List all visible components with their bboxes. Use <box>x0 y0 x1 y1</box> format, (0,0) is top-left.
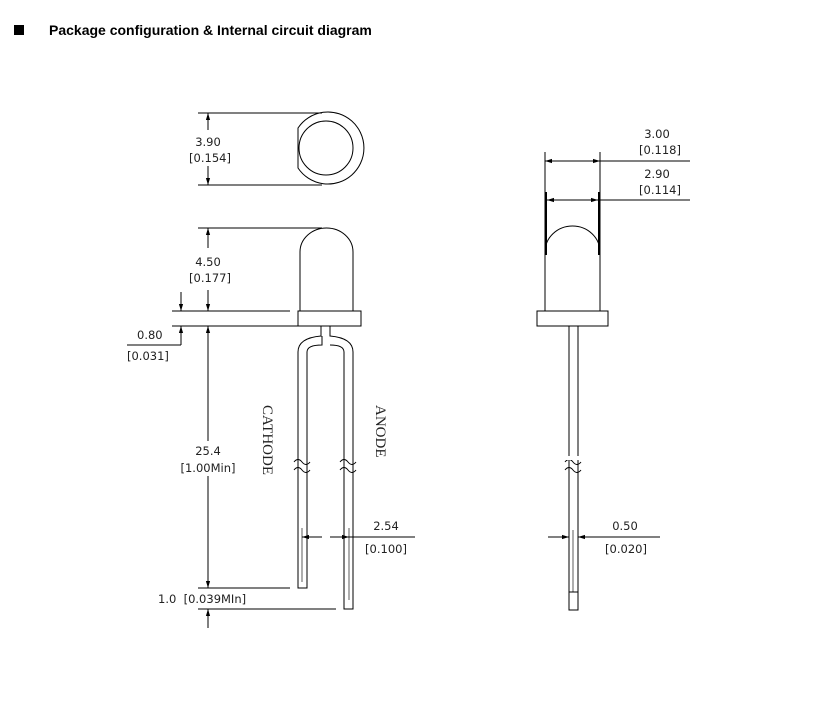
lens-inner-circle <box>298 120 354 176</box>
lens-body <box>299 227 354 311</box>
break-mark-icon <box>293 459 311 473</box>
cathode-label: CATHODE <box>259 405 275 475</box>
lead-length-in: [1.00Min] <box>181 461 236 475</box>
anode-label: ANODE <box>372 405 388 458</box>
body-width-mm: 2.90 <box>644 167 670 181</box>
flange-in: [0.031] <box>127 349 169 363</box>
flange <box>297 310 362 327</box>
section-header: Package configuration & Internal circuit… <box>14 22 372 38</box>
anode-lead <box>329 326 354 610</box>
cathode-lead <box>297 326 323 589</box>
break-mark-icon <box>339 459 357 473</box>
lens-height-in: [0.177] <box>189 271 231 285</box>
lens-height-mm: 4.50 <box>195 255 221 269</box>
flange-width-mm: 3.00 <box>644 127 670 141</box>
lead-length-mm: 25.4 <box>195 444 221 458</box>
lens-body <box>544 225 601 311</box>
top-dim-in: [0.154] <box>189 151 231 165</box>
side-view: CATHODE ANODE 4.50 [0.177] 0.80 [0.031] … <box>127 227 415 628</box>
flange <box>536 310 609 327</box>
lead-offset: 1.0 [0.039MIn] <box>158 592 246 606</box>
top-dim-mm: 3.90 <box>195 135 221 149</box>
section-title: Package configuration & Internal circuit… <box>49 22 372 38</box>
top-view: 3.90 [0.154] <box>189 111 365 186</box>
break-mark-icon <box>564 459 582 473</box>
lead-spacing-in: [0.100] <box>365 542 407 556</box>
body-width-in: [0.114] <box>639 183 681 197</box>
lead-width-mm: 0.50 <box>612 519 638 533</box>
flange-width-in: [0.118] <box>639 143 681 157</box>
lead-width-in: [0.020] <box>605 542 647 556</box>
lens-outer-outline <box>297 111 365 185</box>
lead-spacing-mm: 2.54 <box>373 519 399 533</box>
front-view: 3.00 [0.118] 2.90 [0.114] 0.50 [0.020] <box>536 127 690 611</box>
flange-mm: 0.80 <box>137 328 163 342</box>
square-bullet-icon <box>14 25 24 35</box>
